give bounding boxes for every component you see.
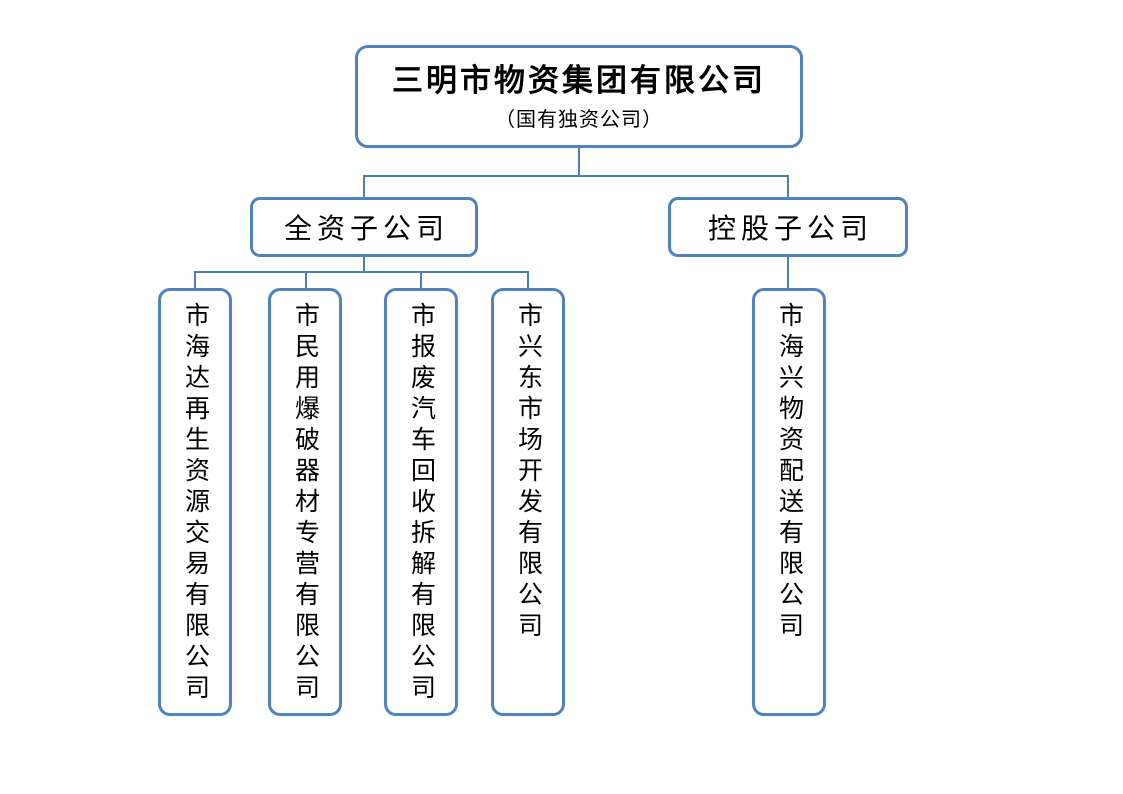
connector-root-stem (578, 148, 580, 177)
org-node-root-subtitle: （国有独资公司） (495, 108, 663, 131)
connector-drop-sub-4 (527, 271, 529, 289)
connector-holding-stem (787, 256, 789, 289)
connector-level2-bus (364, 175, 789, 177)
org-node-subsidiary-haida: 市海达再生资源交易有限公司 (158, 288, 232, 716)
org-node-subsidiary-xingdong: 市兴东市场开发有限公司 (491, 288, 565, 716)
org-node-root-title: 三明市物资集团有限公司 (392, 63, 766, 99)
connector-drop-sub-1 (194, 271, 196, 289)
org-node-holding-group: 控股子公司 (668, 197, 908, 257)
org-node-subsidiary-haixing-label: 市海兴物资配送有限公司 (775, 302, 803, 643)
org-node-subsidiary-haixing: 市海兴物资配送有限公司 (752, 288, 826, 716)
org-node-root: 三明市物资集团有限公司 （国有独资公司） (355, 45, 803, 148)
connector-subsidiaries-bus (195, 271, 529, 273)
connector-drop-wholly-owned (363, 175, 365, 198)
org-node-subsidiary-minyong: 市民用爆破器材专营有限公司 (268, 288, 342, 716)
connector-drop-sub-2 (305, 271, 307, 289)
org-node-subsidiary-baofei: 市报废汽车回收拆解有限公司 (384, 288, 458, 716)
org-node-wholly-owned-label: 全资子公司 (283, 214, 449, 245)
org-node-subsidiary-haida-label: 市海达再生资源交易有限公司 (181, 302, 209, 705)
connector-wholly-owned-stem (363, 256, 365, 273)
connector-drop-holding (787, 175, 789, 198)
org-node-subsidiary-baofei-label: 市报废汽车回收拆解有限公司 (407, 302, 435, 705)
org-node-wholly-owned-group: 全资子公司 (250, 197, 478, 257)
org-node-holding-label: 控股子公司 (707, 214, 873, 245)
org-node-subsidiary-xingdong-label: 市兴东市场开发有限公司 (514, 302, 542, 643)
org-node-subsidiary-minyong-label: 市民用爆破器材专营有限公司 (291, 302, 319, 705)
connector-drop-sub-3 (420, 271, 422, 289)
